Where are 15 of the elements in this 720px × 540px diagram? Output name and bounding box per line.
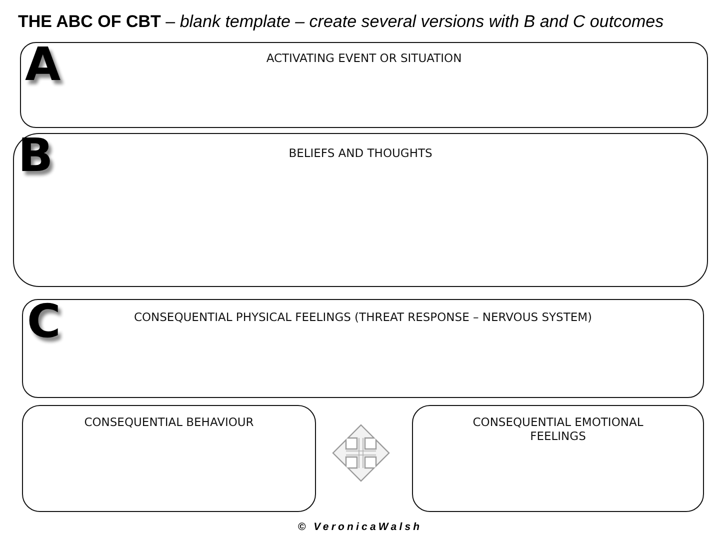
- box-heading: CONSEQUENTIAL PHYSICAL FEELINGS (THREAT RESPONSE – NERVOUS SYSTEM): [132, 310, 594, 324]
- box-heading: ACTIVATING EVENT OR SITUATION: [265, 51, 463, 65]
- template-box: [22, 405, 316, 512]
- section-letter: C: [27, 298, 61, 344]
- section-letter: A: [25, 41, 61, 87]
- template-box: [13, 133, 708, 287]
- template-box: [20, 42, 708, 128]
- title: THE ABC OF CBT – blank template – create several versions with B and C outcomes: [18, 12, 664, 32]
- box-heading: CONSEQUENTIAL BEHAVIOUR: [83, 415, 255, 429]
- box-heading: BELIEFS AND THOUGHTS: [288, 146, 434, 160]
- box-heading: CONSEQUENTIAL EMOTIONAL FEELINGS: [472, 415, 644, 443]
- template-box: [412, 405, 704, 512]
- copyright-note: © VeronicaWalsh: [296, 521, 424, 533]
- section-letter: B: [18, 132, 54, 178]
- template-box: [22, 299, 704, 398]
